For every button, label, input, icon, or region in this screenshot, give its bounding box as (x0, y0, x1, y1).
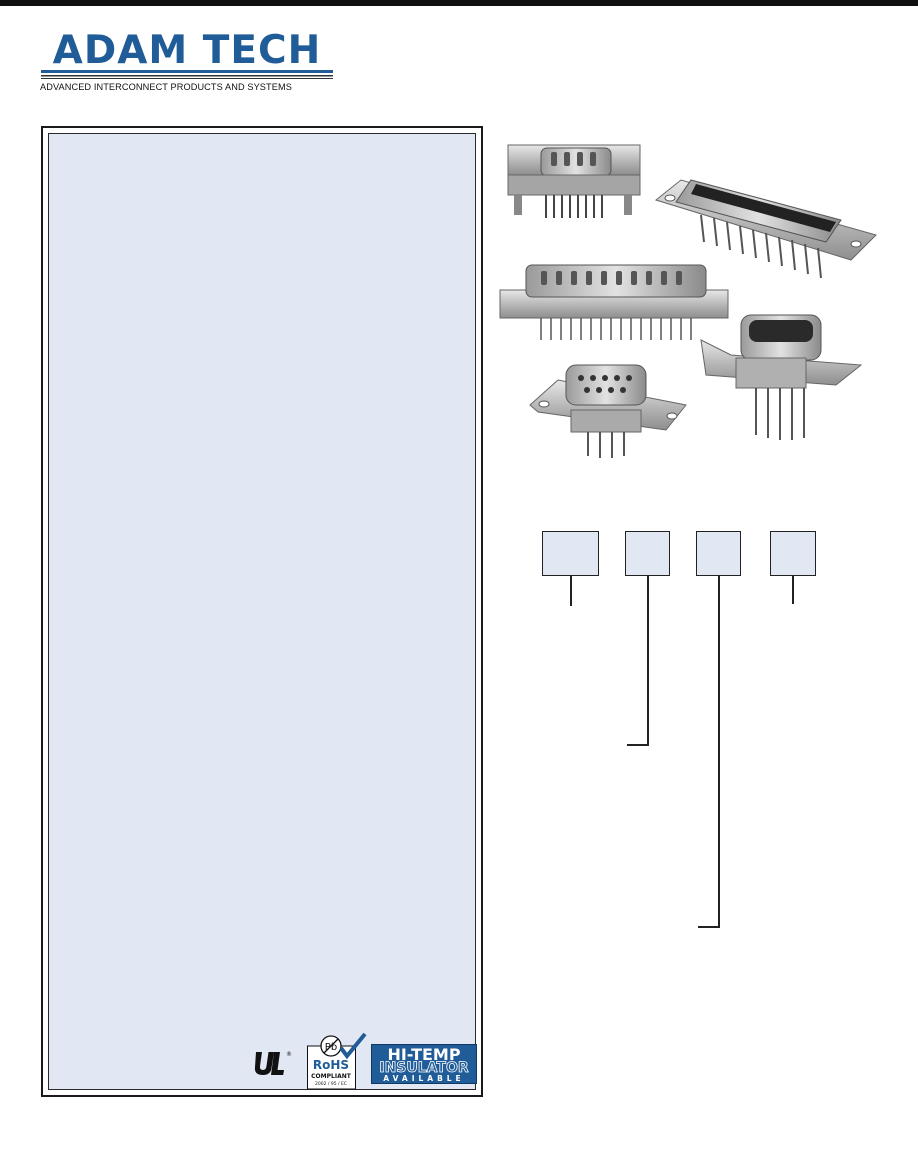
connector-db9-male-vertical (700, 314, 863, 440)
leader-line-2-end (627, 744, 649, 746)
svg-text:RoHS: RoHS (313, 1058, 349, 1072)
top-rule (0, 0, 918, 6)
leader-line-1 (570, 576, 572, 606)
order-box-2 (625, 531, 670, 576)
connector-right-angle-small (507, 144, 641, 218)
rohs-compliant-icon: Pb RoHS COMPLIANT 2002 / 95 / EC (307, 1032, 367, 1090)
svg-text:2002 / 95 / EC: 2002 / 95 / EC (315, 1081, 347, 1087)
hi-temp-line1: HI-TEMP (387, 1045, 461, 1064)
d-sub-connectors-photo (499, 144, 877, 458)
svg-text:COMPLIANT: COMPLIANT (311, 1073, 352, 1080)
leader-line-4 (792, 576, 794, 604)
spec-panel-inner: ® Pb RoHS COMPLIANT 2002 / 95 / EC HI-TE… (48, 133, 477, 1090)
leader-line-3 (718, 576, 720, 928)
leader-line-3-end (698, 926, 720, 928)
leader-line-2 (647, 576, 649, 746)
hi-temp-insulator-badge: HI-TEMP INSULATOR AVAILABLE (371, 1044, 477, 1084)
ul-recognized-icon: ® (254, 1051, 292, 1075)
hi-temp-line2: INSULATOR (379, 1060, 469, 1076)
hi-temp-line3: AVAILABLE (383, 1074, 465, 1083)
brand-name: ADAM TECH (52, 28, 322, 73)
connector-db25-male-angled (654, 179, 877, 279)
spec-panel: ® Pb RoHS COMPLIANT 2002 / 95 / EC HI-TE… (41, 126, 483, 1097)
order-box-1 (542, 531, 599, 576)
order-box-4 (770, 531, 816, 576)
svg-text:Pb: Pb (325, 1042, 337, 1053)
order-box-3 (696, 531, 741, 576)
connector-db9-female-vertical (529, 364, 687, 458)
brand-logo[interactable]: ADAM TECH (41, 29, 333, 95)
logo-rules (41, 70, 333, 79)
brand-tagline: ADVANCED INTERCONNECT PRODUCTS AND SYSTE… (40, 82, 292, 92)
connector-right-angle-long (499, 264, 729, 340)
svg-text:®: ® (286, 1051, 292, 1058)
